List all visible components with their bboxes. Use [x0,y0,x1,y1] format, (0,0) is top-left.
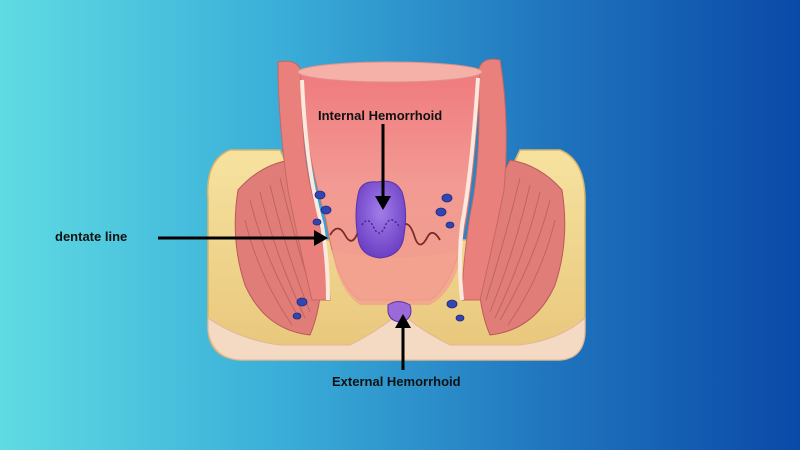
arrow-internal [375,124,391,210]
skin-base [207,311,586,361]
external-hemorrhoid-label: External Hemorrhoid [332,374,461,389]
dentate-line [329,223,441,246]
right-veins [435,193,465,322]
internal-hemorrhoid-label: Internal Hemorrhoid [318,108,443,123]
arrow-external [395,314,411,370]
left-veins [292,190,332,320]
external-hemorrhoid [387,301,412,323]
arrow-dentate [158,230,328,246]
internal-hemorrhoid [355,180,407,259]
dentate-line-label: dentate line [55,229,128,244]
